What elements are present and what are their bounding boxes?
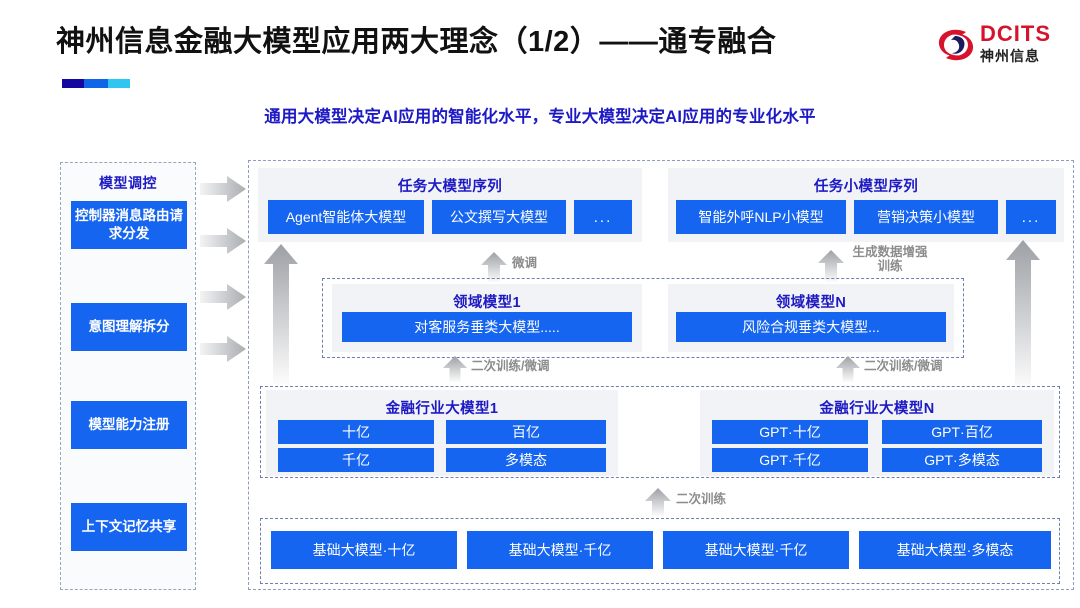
up-arrow-icon-retrain-center [645,488,671,516]
flow-label-retrain-left: 二次训练/微调 [471,359,550,373]
industry-models-box [260,386,1060,478]
industry-model-n-panel: 金融行业大模型N GPT·十亿 GPT·百亿 GPT·千亿 GPT·多模态 [700,390,1054,476]
task-small-model-title: 任务小模型序列 [813,179,919,195]
domain-models-box [322,278,964,358]
control-item-router[interactable]: 控制器消息路由请求分发 [71,201,187,249]
industry-n-chip-3[interactable]: GPT·千亿 [712,448,868,472]
base-models-box: 基础大模型·十亿 基础大模型·千亿 基础大模型·千亿 基础大模型·多模态 [260,518,1060,584]
control-panel: 模型调控 控制器消息路由请求分发 意图理解拆分 模型能力注册 上下文记忆共享 [60,162,196,590]
domain-model-n-panel: 领域模型N 风险合规垂类大模型... [668,284,954,352]
company-logo: DCITS 神州信息 [936,22,1064,70]
title-accent-bar [62,79,130,88]
task-small-chip-marketing[interactable]: 营销决策小模型 [854,200,998,234]
industry-model-1-title: 金融行业大模型1 [385,401,499,417]
task-large-chip-agent[interactable]: Agent智能体大模型 [268,200,424,234]
domain-model-n-chip[interactable]: 风险合规垂类大模型... [676,312,946,342]
industry-model-1-panel: 金融行业大模型1 十亿 百亿 千亿 多模态 [266,390,618,476]
accent-segment-2 [84,79,108,88]
right-arrow-icon-3 [200,284,246,310]
domain-model-1-chip[interactable]: 对客服务垂类大模型..... [342,312,632,342]
up-arrow-icon-retrain-left [443,356,467,382]
logo-cn-text: 神州信息 [980,48,1040,64]
up-arrow-icon-data-aug [818,250,844,282]
industry-1-chip-4[interactable]: 多模态 [446,448,606,472]
logo-en-text: DCITS [980,21,1051,46]
task-large-model-title: 任务大模型序列 [397,179,503,195]
control-item-register[interactable]: 模型能力注册 [71,401,187,449]
domain-model-1-title: 领域模型1 [452,295,522,311]
accent-segment-1 [62,79,84,88]
domain-model-1-panel: 领域模型1 对客服务垂类大模型..... [332,284,642,352]
base-model-chip-4[interactable]: 基础大模型·多模态 [859,531,1051,569]
up-arrow-icon-retrain-right [836,356,860,382]
flow-label-data-aug: 生成数据增强训练 [852,245,928,273]
task-large-model-panel: 任务大模型序列 Agent智能体大模型 公文撰写大模型 ... [258,168,642,242]
task-large-chip-doc[interactable]: 公文撰写大模型 [432,200,566,234]
control-item-intent[interactable]: 意图理解拆分 [71,303,187,351]
page-title: 神州信息金融大模型应用两大理念（1/2）——通专融合 [56,26,777,58]
industry-n-chip-2[interactable]: GPT·百亿 [882,420,1042,444]
flow-label-retrain-center: 二次训练 [676,492,727,506]
control-panel-title: 模型调控 [99,175,157,191]
industry-1-chip-3[interactable]: 千亿 [278,448,434,472]
up-arrow-icon-tall-right [1006,240,1040,388]
right-arrow-icon-4 [200,336,246,362]
page-subtitle: 通用大模型决定AI应用的智能化水平，专业大模型决定AI应用的专业化水平 [264,108,816,126]
industry-model-n-title: 金融行业大模型N [819,401,935,417]
up-arrow-icon-finetune [481,252,507,282]
control-item-context[interactable]: 上下文记忆共享 [71,503,187,551]
flow-label-retrain-right: 二次训练/微调 [864,359,943,373]
industry-1-chip-2[interactable]: 百亿 [446,420,606,444]
base-model-chip-3[interactable]: 基础大模型·千亿 [663,531,849,569]
task-small-chip-more[interactable]: ... [1006,200,1056,234]
accent-segment-3 [108,79,130,88]
flow-label-finetune: 微调 [512,256,538,270]
industry-n-chip-1[interactable]: GPT·十亿 [712,420,868,444]
domain-model-n-title: 领域模型N [775,295,847,311]
logo-text: DCITS 神州信息 [980,22,1051,65]
industry-n-chip-4[interactable]: GPT·多模态 [882,448,1042,472]
right-arrow-icon-2 [200,228,246,254]
right-arrow-icon-1 [200,176,246,202]
task-large-chip-more[interactable]: ... [574,200,632,234]
up-arrow-icon-tall-left [264,244,298,384]
industry-1-chip-1[interactable]: 十亿 [278,420,434,444]
base-model-chip-2[interactable]: 基础大模型·千亿 [467,531,653,569]
task-small-model-panel: 任务小模型序列 智能外呼NLP小模型 营销决策小模型 ... [668,168,1064,242]
task-small-chip-nlp[interactable]: 智能外呼NLP小模型 [676,200,846,234]
architecture-outer-frame [248,160,1074,590]
base-model-chip-1[interactable]: 基础大模型·十亿 [271,531,457,569]
swirl-logo-icon [936,26,976,64]
